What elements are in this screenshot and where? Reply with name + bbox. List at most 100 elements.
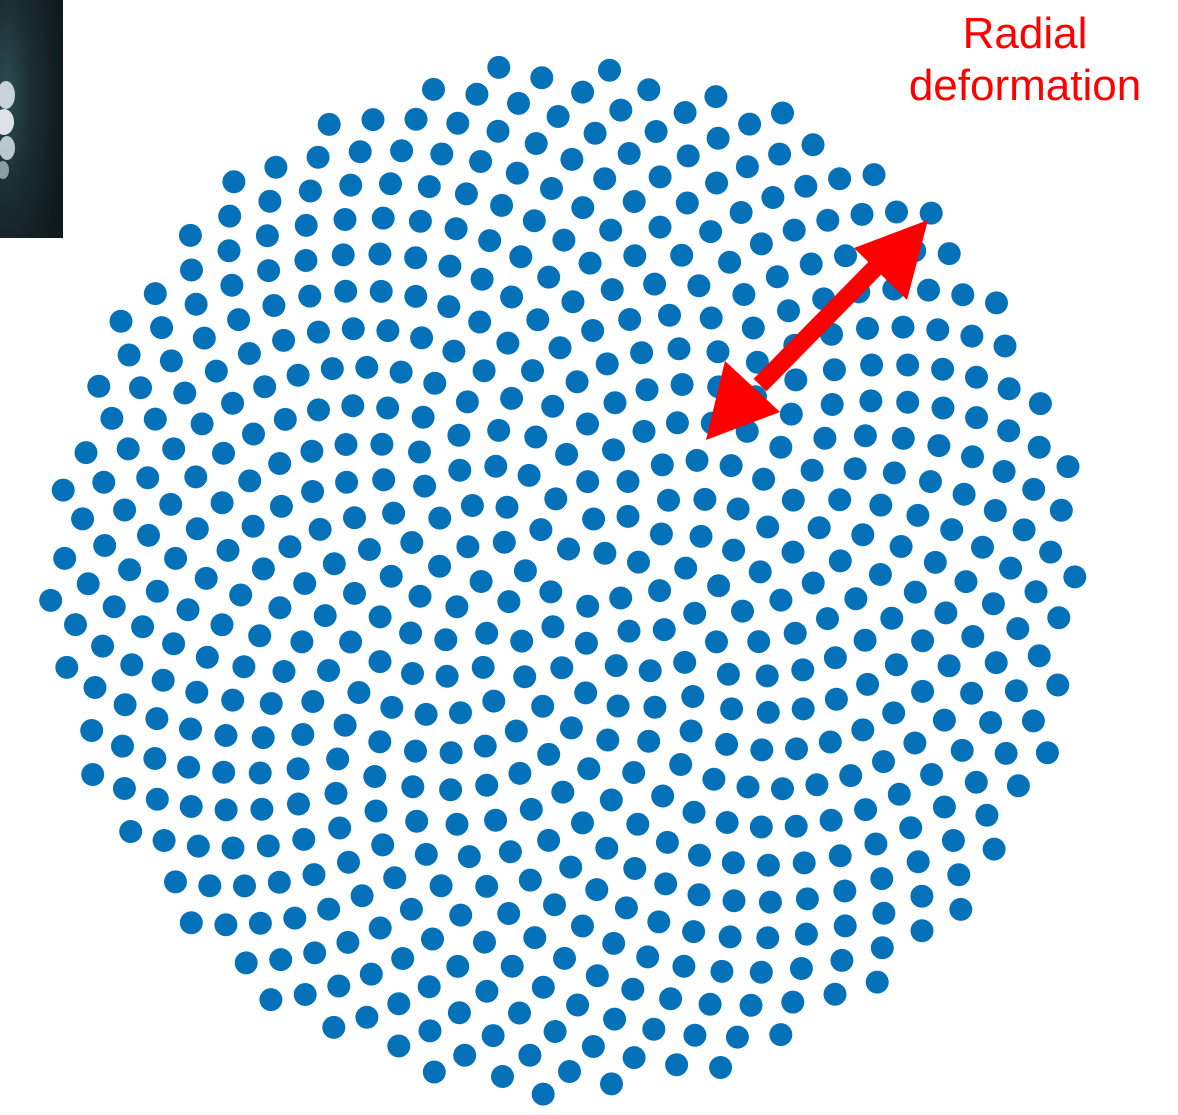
floret-dot xyxy=(960,324,984,348)
floret-dot xyxy=(368,730,392,754)
floret-dot xyxy=(648,165,672,189)
floret-dot xyxy=(430,142,454,166)
floret-dot xyxy=(864,832,888,856)
floret-dot xyxy=(673,650,697,674)
floret-dot xyxy=(369,279,393,303)
floret-dot xyxy=(758,890,782,914)
floret-dot xyxy=(679,719,703,743)
floret-dot xyxy=(599,218,623,242)
floret-dot xyxy=(269,494,293,518)
floret-dot xyxy=(940,518,964,542)
floret-dot xyxy=(552,228,576,252)
floret-dot xyxy=(636,945,660,969)
floret-dot xyxy=(651,784,675,808)
floret-dot xyxy=(482,689,506,713)
floret-dot xyxy=(376,319,400,343)
floret-dot xyxy=(622,190,646,213)
floret-dot xyxy=(71,507,95,531)
floret-dot xyxy=(576,594,600,618)
floret-dot xyxy=(455,390,479,414)
floret-dot xyxy=(457,845,481,869)
floret-dot xyxy=(782,218,806,242)
floret-dot xyxy=(557,537,580,561)
floret-dot xyxy=(453,1043,477,1067)
floret-dot xyxy=(919,201,943,225)
floret-dot xyxy=(204,359,228,383)
floret-dot xyxy=(791,658,815,682)
floret-dot xyxy=(994,741,1018,765)
floret-dot xyxy=(429,874,453,898)
floret-dot xyxy=(650,453,674,477)
floret-dot xyxy=(507,91,530,115)
floret-dot xyxy=(423,371,447,395)
floret-dot xyxy=(739,993,763,1017)
floret-dot xyxy=(674,556,698,580)
floret-dot xyxy=(722,889,746,913)
floret-dot xyxy=(834,244,857,268)
floret-dot xyxy=(891,315,915,339)
floret-dot xyxy=(387,1034,411,1058)
floret-dot xyxy=(604,654,628,678)
floret-dot xyxy=(971,535,994,559)
floret-dot xyxy=(449,701,472,725)
floret-dot xyxy=(801,571,825,595)
floret-dot xyxy=(544,487,568,511)
floret-dot xyxy=(715,811,739,834)
floret-dot xyxy=(609,586,633,610)
floret-dot xyxy=(851,718,875,742)
floret-dot xyxy=(682,920,706,944)
floret-dot xyxy=(492,530,516,554)
floret-dot xyxy=(117,343,141,367)
floret-dot xyxy=(934,601,958,625)
floret-dot xyxy=(769,435,793,459)
floret-dot xyxy=(784,368,808,392)
floret-dot xyxy=(872,750,895,774)
floret-dot xyxy=(408,440,431,464)
floret-dot xyxy=(952,482,976,506)
floret-dot xyxy=(756,515,780,539)
floret-dot xyxy=(799,252,823,276)
floret-dot xyxy=(118,558,142,582)
floret-dot xyxy=(475,773,499,797)
floret-dot xyxy=(853,628,877,652)
floret-dot xyxy=(333,208,357,231)
floret-dot xyxy=(1039,540,1063,564)
floret-dot xyxy=(333,713,357,737)
floret-dot xyxy=(839,764,863,788)
floret-dot xyxy=(574,681,598,705)
floret-dot xyxy=(162,632,186,656)
floret-dot xyxy=(195,645,219,669)
floret-dot xyxy=(531,694,555,718)
floret-dot xyxy=(896,390,920,414)
floret-dot xyxy=(178,223,202,247)
floret-dot xyxy=(1063,565,1087,589)
floret-dot xyxy=(558,1060,581,1083)
floret-dot xyxy=(621,977,645,1001)
floret-dot xyxy=(872,901,896,925)
floret-dot xyxy=(576,412,599,436)
floret-dot xyxy=(609,98,633,122)
floret-dot xyxy=(185,517,209,541)
floret-dot xyxy=(339,173,363,197)
floret-dot xyxy=(1022,477,1046,501)
floret-dot xyxy=(404,107,428,131)
floret-dot xyxy=(368,650,392,674)
floret-dot xyxy=(379,564,403,588)
floret-dot xyxy=(129,376,152,400)
floret-dot xyxy=(194,566,218,590)
floret-dot xyxy=(214,798,238,822)
floret-dot xyxy=(856,316,879,340)
floret-dot xyxy=(851,523,875,547)
floret-dot xyxy=(665,1053,689,1077)
floret-dot xyxy=(910,884,934,908)
floret-dot xyxy=(870,867,894,891)
floret-dot xyxy=(192,326,216,350)
floret-dot xyxy=(220,273,244,297)
floret-dot xyxy=(941,829,965,852)
floret-dot xyxy=(490,193,514,217)
floret-dot xyxy=(390,139,414,163)
floret-dot xyxy=(637,729,661,753)
floret-dot xyxy=(932,708,956,732)
floret-dot xyxy=(667,337,691,361)
floret-dot xyxy=(341,317,365,341)
